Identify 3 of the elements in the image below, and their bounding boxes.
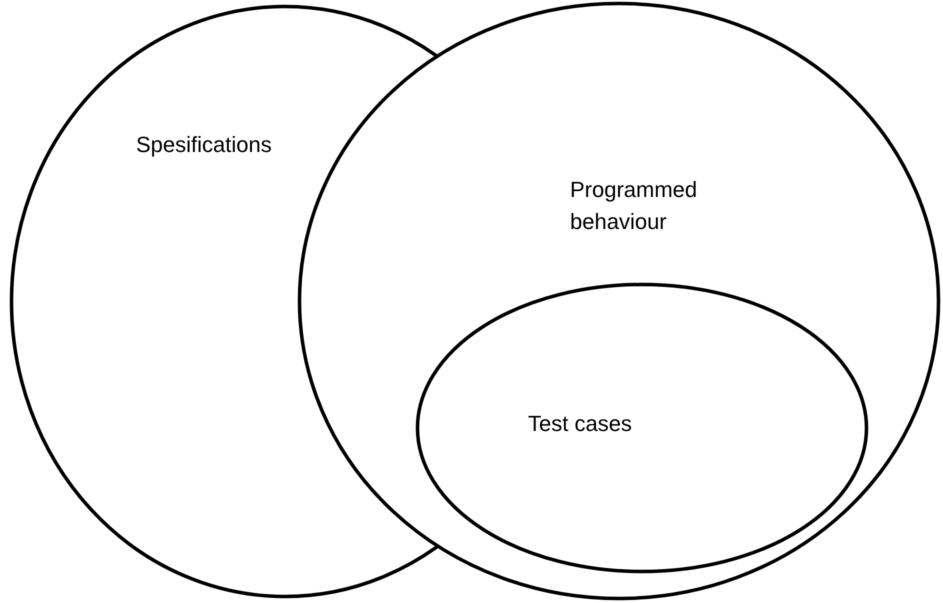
set-label: Spesifications: [136, 131, 273, 159]
set-label: Programmed behaviour: [570, 176, 698, 236]
set-label: Test cases: [528, 410, 633, 438]
